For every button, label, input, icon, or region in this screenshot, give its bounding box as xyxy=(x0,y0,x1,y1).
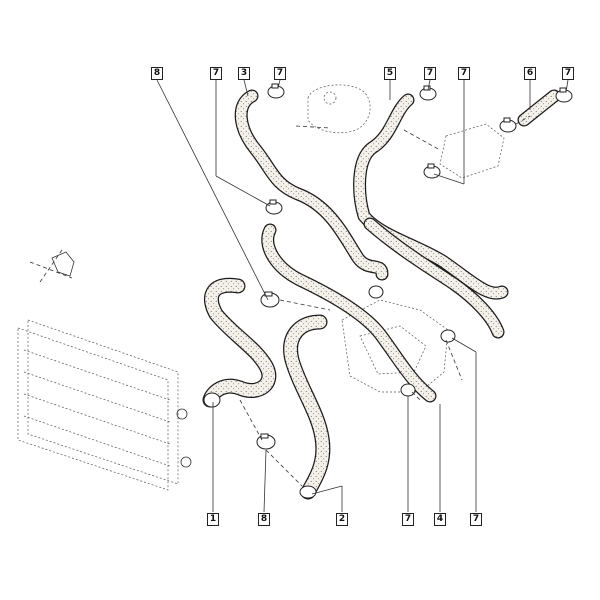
clamp-2-end xyxy=(299,485,317,499)
callout-top-7d: 7 xyxy=(458,67,470,80)
callout-top-6: 6 xyxy=(524,67,536,80)
callout-bottom-2: 2 xyxy=(336,513,348,526)
radiator-outline xyxy=(17,319,192,491)
callout-top-7a: 7 xyxy=(210,67,222,80)
callout-top-3: 3 xyxy=(238,67,250,80)
clamp-7-top-a xyxy=(267,83,285,99)
callout-top-5: 5 xyxy=(384,67,396,80)
hose-5 xyxy=(353,93,509,300)
sensor-bracket-detail xyxy=(29,249,75,283)
hose-3 xyxy=(234,89,389,281)
leader-lines xyxy=(156,79,569,513)
expansion-tank-outline xyxy=(307,84,371,134)
callout-bottom-8: 8 xyxy=(258,513,270,526)
clamp-7-low-a xyxy=(400,383,416,397)
hose-1 xyxy=(202,277,277,408)
callout-bottom-4: 4 xyxy=(434,513,446,526)
callout-bottom-1: 1 xyxy=(207,513,219,526)
callout-top-7b: 7 xyxy=(274,67,286,80)
callout-bottom-7: 7 xyxy=(402,513,414,526)
clamp-8-upper xyxy=(260,291,280,308)
hose-2 xyxy=(283,314,331,500)
callout-top-7c: 7 xyxy=(424,67,436,80)
clamp-7-mid-a xyxy=(265,199,283,215)
callout-top-8: 8 xyxy=(151,67,163,80)
clamp-7-top-d xyxy=(555,87,573,103)
clamp-7-low-b xyxy=(440,329,456,343)
assembly-dash-lines xyxy=(239,115,531,487)
hose-6 xyxy=(517,89,561,127)
hose-return xyxy=(363,217,505,339)
hose-4 xyxy=(261,223,437,403)
engine-housing-outline xyxy=(341,123,505,393)
clamp-7-mid-c xyxy=(368,285,384,299)
clamp-7-top-c xyxy=(499,117,517,133)
clamp-set xyxy=(203,83,573,499)
clamp-1-end xyxy=(203,392,221,408)
callout-top-7e: 7 xyxy=(562,67,574,80)
clamp-7-mid-b xyxy=(423,163,441,179)
callout-bottom-7b: 7 xyxy=(470,513,482,526)
clamp-8-lower xyxy=(256,433,276,450)
